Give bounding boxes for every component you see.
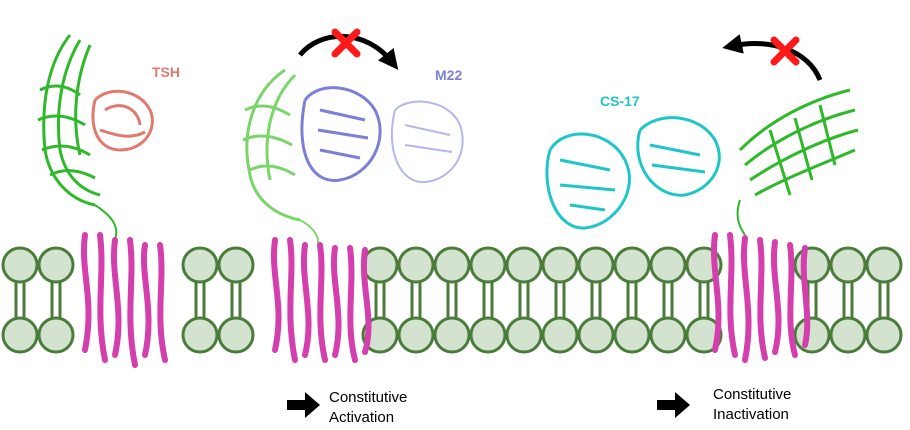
inactivation-line-1: Constitutive [713,386,792,403]
right-arrow-icon [657,392,690,418]
lipid-head [433,316,471,354]
receptor-cs17-bound [545,88,859,363]
lipid-head [217,246,255,284]
lipid-head [505,316,543,354]
lipid-head [1,246,39,284]
lipid-bilayer [1,246,903,354]
lipid-head [577,316,615,354]
lipid-head [433,246,471,284]
tsh-label: TSH [152,64,180,80]
ecd-domain-3 [736,88,859,236]
activation-line-2: Activation [329,409,395,426]
cs17-label: CS-17 [600,93,640,109]
inactivation-line-2: Inactivation [713,406,789,423]
lipid-head [217,316,255,354]
lipid-head [577,246,615,284]
receptor-tsh-bound [37,34,168,368]
lipid-head [37,316,75,354]
lipid-head [865,246,903,284]
lipid-head [397,316,435,354]
tsh-ligand [91,89,154,152]
lipid-head [613,246,651,284]
lipid-head [865,316,903,354]
ecd-domain-2 [242,68,320,249]
m22-antibody-fragment-2 [390,100,464,184]
lipid-head [685,316,723,354]
inactivation-caption: Constitutive Inactivation [713,385,791,425]
lipid-head [469,246,507,284]
receptor-m22-bound [242,68,464,363]
lipid-head [541,246,579,284]
right-arrow-icon [287,392,320,418]
lipid-head [469,316,507,354]
m22-label: M22 [435,67,463,83]
tmd-domain-2 [270,237,372,363]
lipid-head [541,316,579,354]
lipid-head [829,316,867,354]
lipid-head [181,246,219,284]
lipid-head [829,246,867,284]
ecd-domain-1 [37,34,118,241]
tmd-domain-1 [80,232,168,368]
lipid-head [181,316,219,354]
lipid-head [793,246,831,284]
lipid-head [361,246,399,284]
lipid-head [649,246,687,284]
lipid-head [505,246,543,284]
lipid-head [613,316,651,354]
lipid-head [793,316,831,354]
activation-caption: Constitutive Activation [329,388,407,428]
red-x-icon [331,28,361,58]
activation-line-1: Constitutive [329,389,408,406]
lipid-head [37,246,75,284]
m22-antibody [300,86,382,182]
tmd-domain-3 [710,232,811,363]
lipid-head [1,316,39,354]
cs17-antibody [545,116,721,230]
lipid-head [397,246,435,284]
red-x-icon [770,36,800,66]
lipid-head [649,316,687,354]
